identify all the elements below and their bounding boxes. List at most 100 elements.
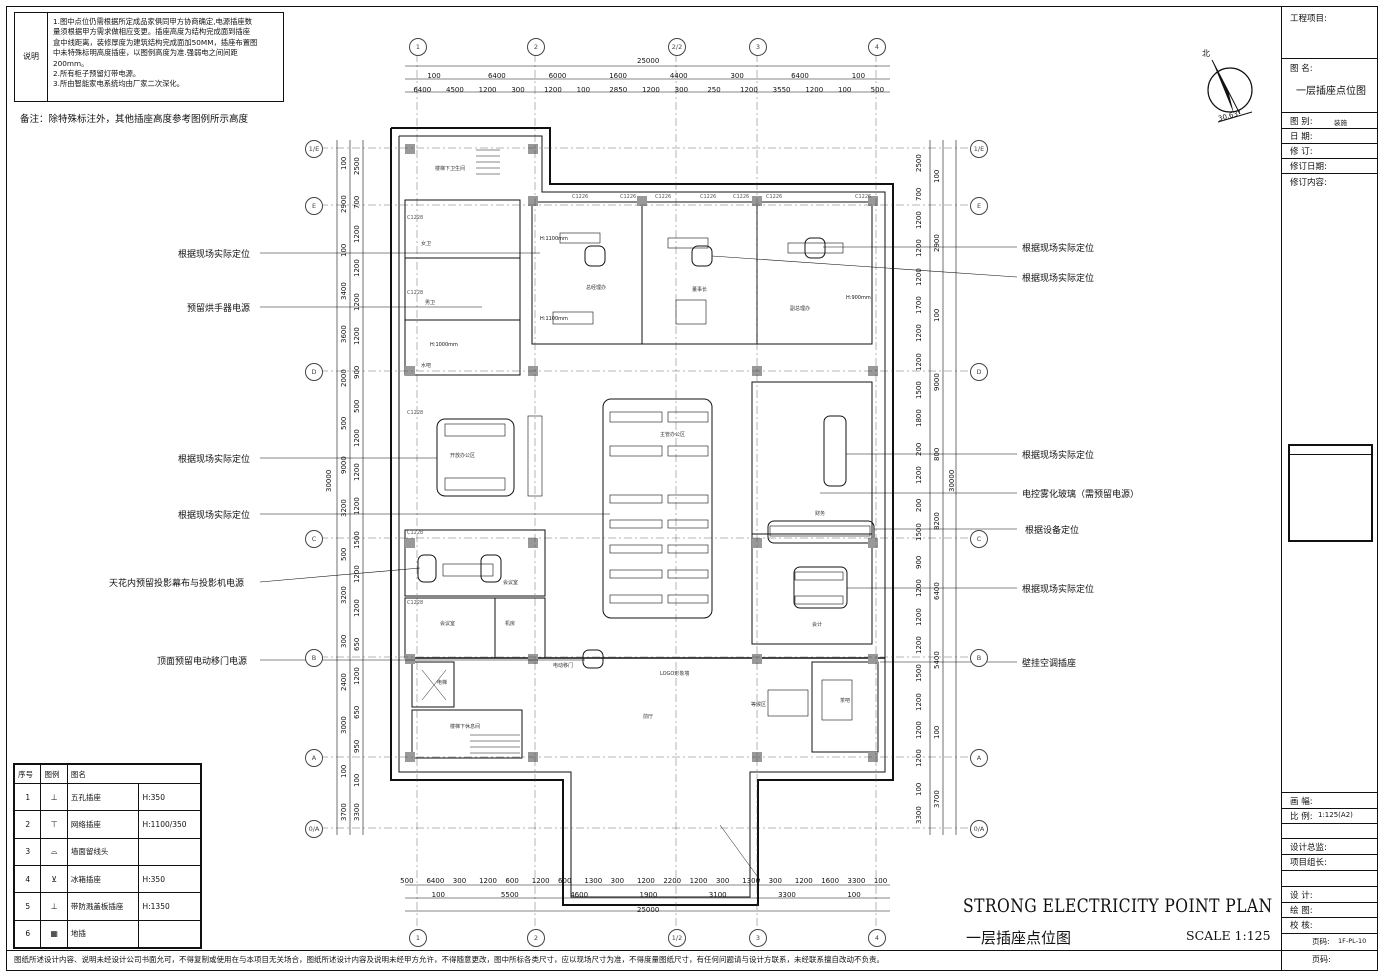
room-label: 会议室 (503, 580, 519, 586)
dimension-label: 6400 (487, 72, 506, 80)
tb-check: 校 核: (1290, 921, 1313, 931)
room-label: 电动移门 (553, 663, 574, 669)
room-label: LOGO形象墙 (660, 671, 690, 677)
dimension-label: 6400 (933, 581, 941, 600)
legend-header: 图名 (66, 764, 202, 784)
drawing-frame (6, 6, 1378, 971)
dimension-label: 6400 (426, 877, 445, 885)
tb-divider (1282, 823, 1378, 824)
room-label: 总经理办 (586, 285, 607, 291)
tb-divider (1282, 870, 1378, 871)
axis-bubble-column: 1 (409, 929, 427, 947)
dimension-label: 650 (353, 637, 361, 651)
dimension-label: 2400 (340, 673, 348, 691)
legend-name: 带防溅盖板插座 (66, 892, 140, 921)
dimension-label: 1200 (915, 352, 923, 371)
tb-divider (1282, 933, 1378, 934)
room-label: 财务 (815, 511, 826, 517)
tb-design: 设 计: (1290, 891, 1313, 901)
tb-divider (1282, 792, 1378, 793)
dimension-label: 4600 (570, 891, 589, 899)
dimension-label: 9000 (340, 455, 348, 474)
room-label: 楼梯下卫生间 (435, 166, 466, 172)
dimension-label: 1200 (915, 749, 923, 768)
dimension-label: 1200 (794, 877, 813, 885)
legend-name: 冰箱插座 (66, 864, 140, 894)
tb-design-director: 设计总监: (1290, 843, 1327, 853)
tb-project-lead: 项目组长: (1290, 858, 1327, 868)
wall-outlet-icon: ⌓ (51, 846, 58, 856)
fridge-socket-icon: ⊻ (51, 874, 58, 884)
window-tag: C1228 (407, 215, 424, 221)
dimension-label: 1200 (915, 607, 923, 626)
tb-stamp-box (1288, 444, 1373, 542)
axis-bubble-column: 1 (409, 38, 427, 56)
dimension-label: 1200 (689, 877, 708, 885)
dimension-label: 1200 (915, 721, 923, 739)
axis-bubble-row: 0/A (305, 820, 323, 838)
dimension-label: 100 (340, 764, 348, 778)
dimension-label: 1200 (353, 259, 361, 277)
dimension-label: 3600 (340, 325, 348, 344)
dimension-label: 3300 (847, 877, 866, 885)
axis-bubble-row: E (970, 197, 988, 215)
dimension-label: 600 (558, 877, 572, 885)
dimension-label: 3550 (772, 86, 791, 94)
dimension-label: 1200 (915, 692, 923, 711)
dimension-label: 500 (400, 877, 414, 885)
dimension-label: 250 (707, 86, 721, 94)
dimension-label: 1200 (353, 293, 361, 311)
tb-drawing: 绘 图: (1290, 906, 1313, 916)
window-tag: C1228 (407, 410, 424, 416)
dimension-label: 1200 (353, 327, 361, 345)
room-label: 楼梯下休息间 (450, 724, 481, 730)
annotation-right: 根据现场实际定位 (1022, 274, 1095, 284)
floor-socket-icon: ▦ (50, 929, 58, 939)
dimension-label: 2000 (340, 369, 348, 387)
dimension-label: 1200 (915, 466, 923, 484)
remark-text: 备注：除特殊标注外，其他插座高度参考图例所示高度 (20, 114, 249, 125)
dimension-label: 1200 (915, 239, 923, 258)
tb-revision-content: 修订内容: (1290, 178, 1327, 188)
drawing-title: STRONG ELECTRICITY POINT PLAN (963, 895, 1273, 917)
legend-no: 2 (13, 810, 42, 839)
dimension-label: 2500 (915, 154, 923, 173)
dimension-label: 800 (933, 447, 941, 461)
dimension-label: 100 (838, 86, 852, 94)
room-label: 会议室 (440, 621, 456, 627)
tb-divider (1282, 902, 1378, 903)
dimension-label: 2900 (933, 234, 941, 253)
tb-category: 装施 (1334, 119, 1347, 127)
legend-height: H:350 (138, 864, 201, 894)
dimension-label: 1200 (478, 86, 497, 94)
legend-no: 3 (13, 837, 42, 866)
dimension-label: 100 (873, 877, 888, 885)
dimension-label: 100 (353, 773, 361, 787)
tb-divider (1282, 128, 1378, 129)
window-tag: C1228 (407, 600, 424, 606)
compass-icon (1207, 59, 1253, 123)
axis-bubble-row: D (970, 363, 988, 381)
axis-bubble-column: 1/2 (668, 929, 686, 947)
legend-name: 地插 (66, 919, 140, 949)
dimension-label: 30000 (948, 469, 956, 492)
dimension-label: 1500 (353, 531, 361, 549)
dimension-label: 1200 (353, 565, 361, 583)
dimension-label: 500 (870, 86, 885, 94)
dimension-label: 1800 (915, 409, 923, 428)
dimension-label: 1200 (544, 86, 562, 94)
dimension-label: 900 (915, 555, 923, 569)
dimension-label: 100 (340, 243, 348, 257)
dimension-label: 1200 (740, 86, 758, 94)
dimension-label: 1200 (915, 636, 923, 654)
tb-divider (1282, 950, 1378, 951)
dimension-label: 1200 (637, 877, 655, 885)
legend-no: 6 (13, 919, 42, 949)
dimension-label: 6400 (413, 86, 432, 94)
dimension-label: 300 (674, 86, 689, 94)
tb-divider (1282, 808, 1378, 809)
window-tag: C1228 (407, 290, 424, 296)
axis-bubble-column: 4 (868, 38, 886, 56)
dimension-label: 100 (431, 891, 446, 899)
tb-scale-value: 1:125(A2) (1318, 811, 1353, 819)
